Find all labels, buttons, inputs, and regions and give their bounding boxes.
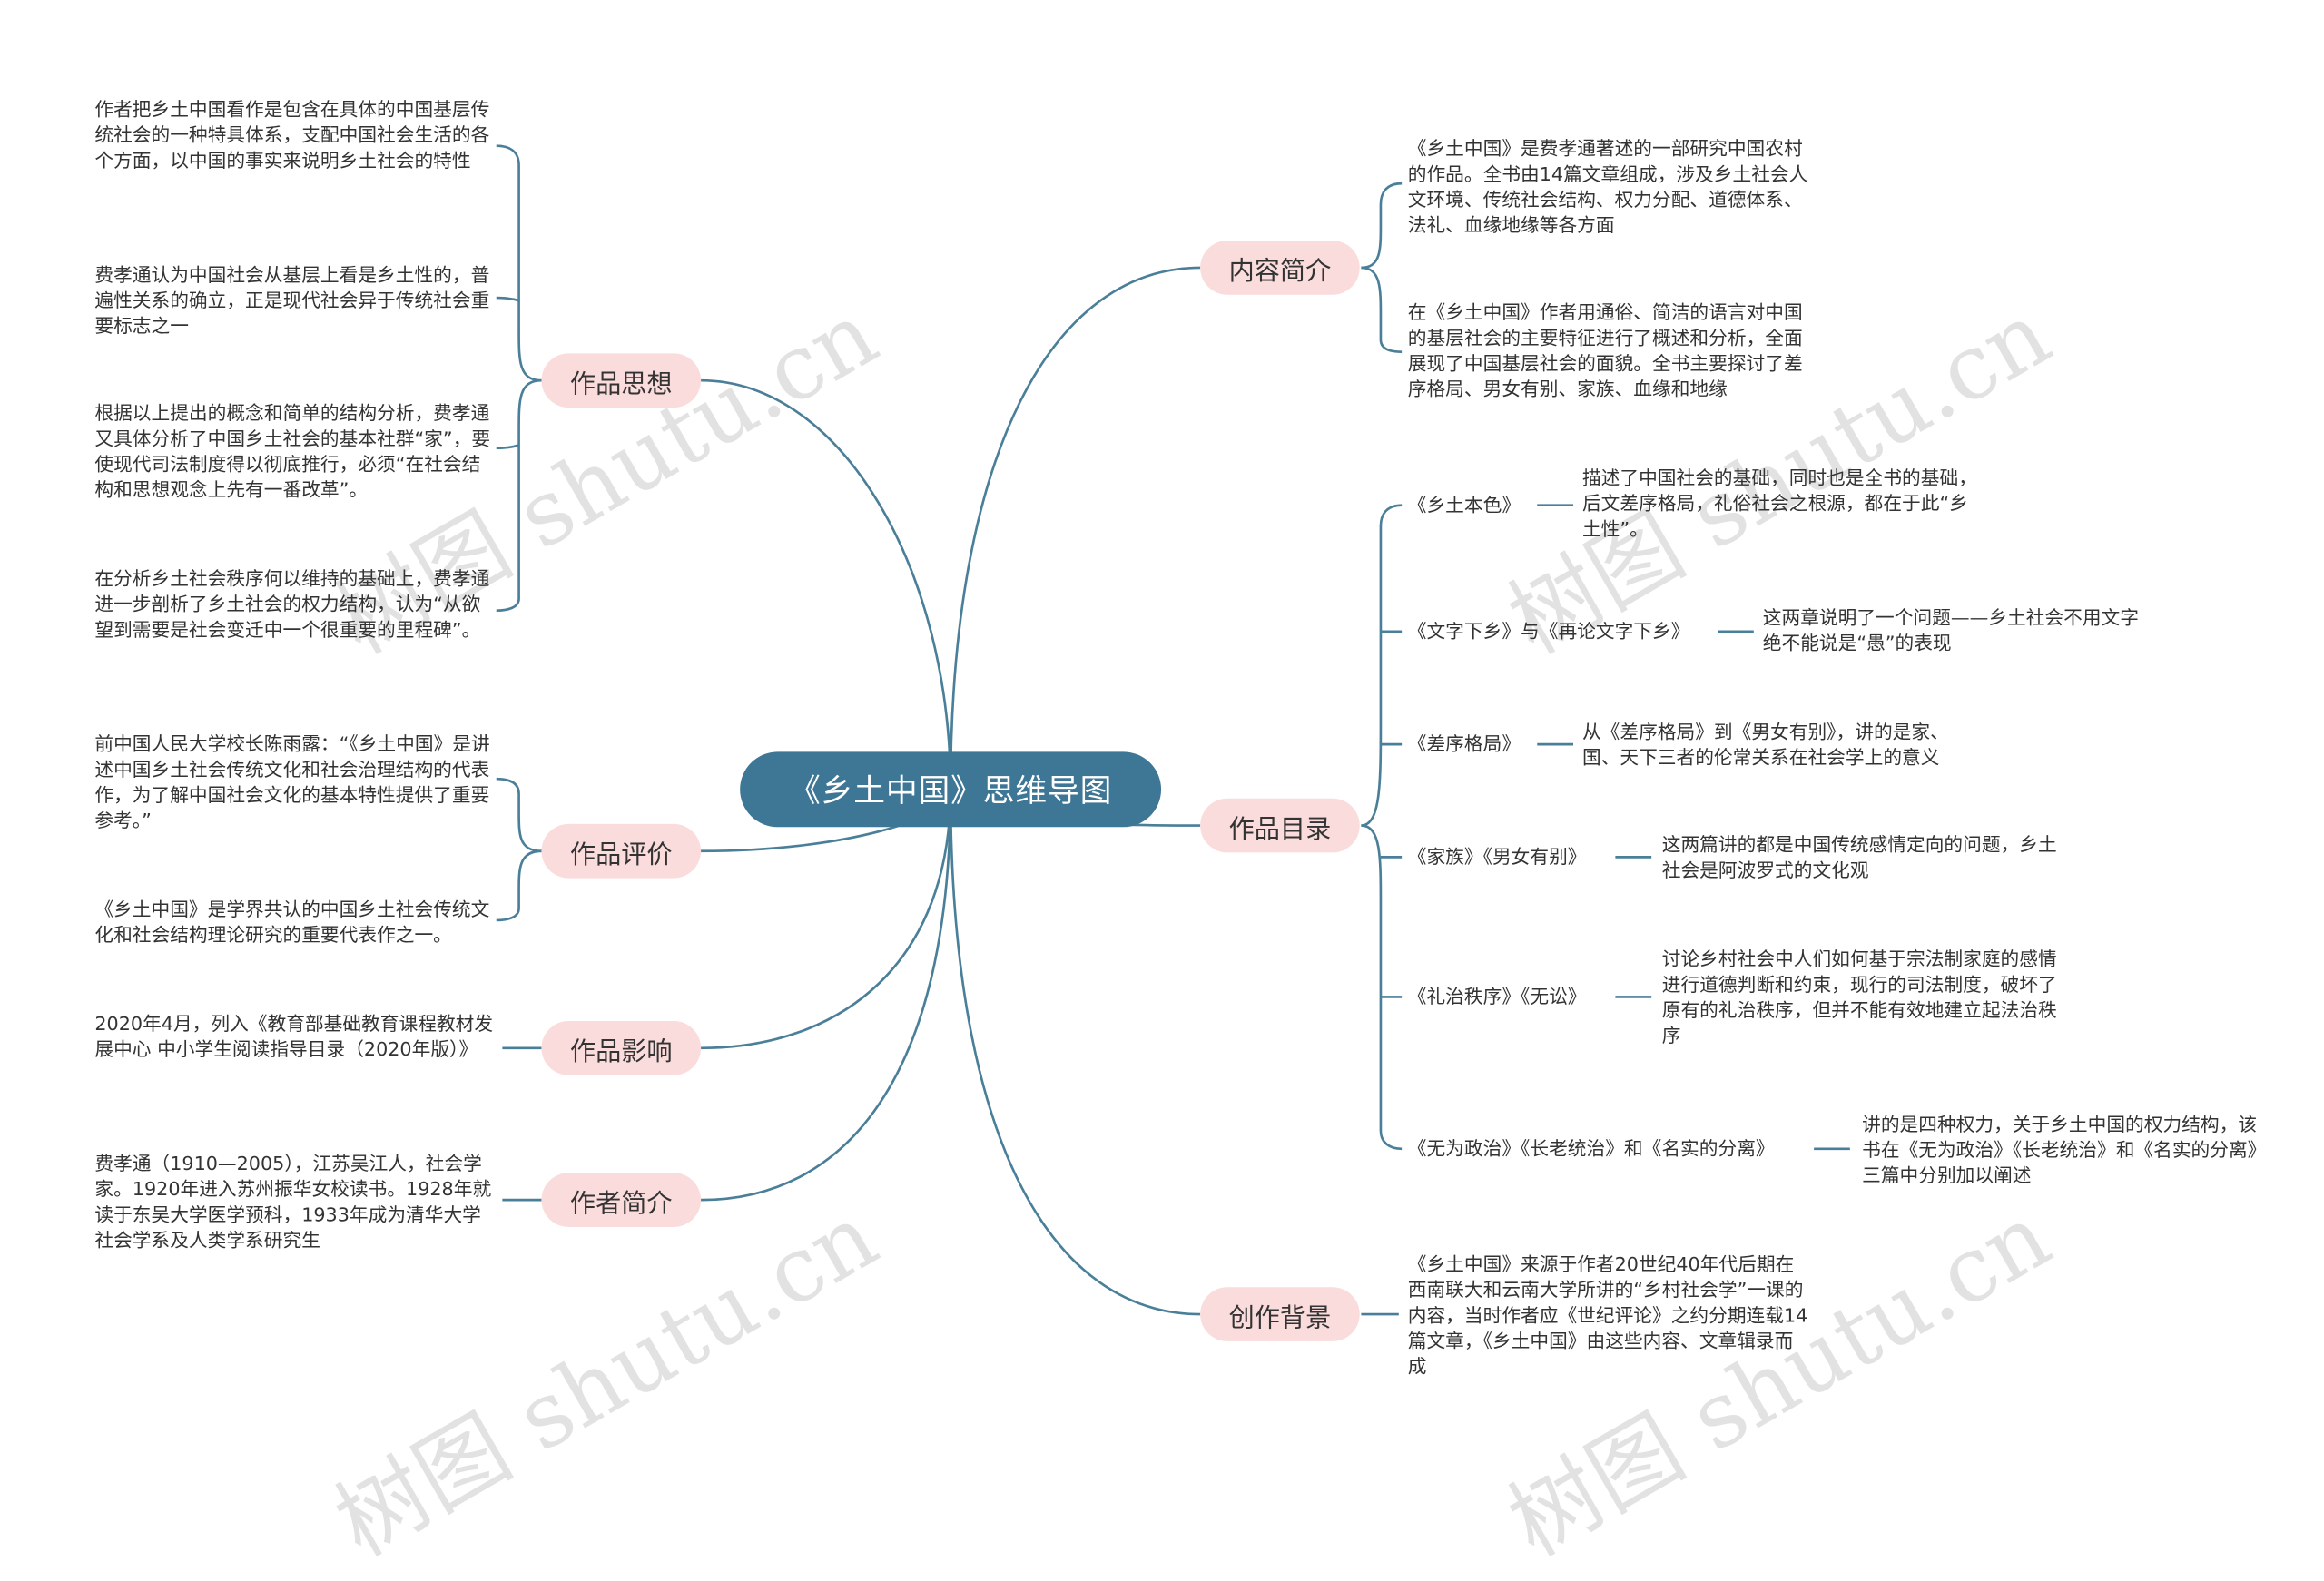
- influence-leaf: 2020年4月，列入《教育部基础教育课程教材发展中心 中小学生阅读指导目录（20…: [94, 1012, 494, 1061]
- chapter-title: 《礼治秩序》《无讼》: [1407, 985, 1587, 1008]
- root-node[interactable]: 《乡土中国》思维导图: [740, 751, 1162, 828]
- author-leaf: 费孝通（1910—2005），江苏吴江人，社会学家。1920年进入苏州振华女校读…: [94, 1152, 492, 1252]
- intro-leaf: 在《乡土中国》作者用通俗、简洁的语言对中国的基层社会的主要特征进行了概述和分析，…: [1407, 300, 1803, 400]
- thought-leaf: 作者把乡土中国看作是包含在具体的中国基层传统社会的一种特具体系，支配中国社会生活…: [94, 97, 490, 172]
- branch-thought[interactable]: 作品思想: [541, 353, 702, 408]
- branch-intro[interactable]: 内容简介: [1200, 241, 1360, 295]
- thought-leaf: 费孝通认为中国社会从基层上看是乡土性的，普遍性关系的确立，正是现代社会异于传统社…: [94, 262, 490, 338]
- chapter-title: 《差序格局》: [1407, 732, 1521, 755]
- branch-review[interactable]: 作品评价: [541, 823, 702, 879]
- branch-author[interactable]: 作者简介: [541, 1173, 702, 1227]
- thought-leaf: 根据以上提出的概念和简单的结构分析，费孝通又具体分析了中国乡土社会的基本社群“家…: [94, 401, 491, 501]
- chapter-desc: 这两篇讲的都是中国传统感情定向的问题，乡土社会是阿波罗式的文化观: [1661, 832, 2057, 881]
- mind-map-canvas: 树图 shutu.cn 树图 shutu.cn 树图 shutu.cn 树图 s…: [94, 97, 2267, 1577]
- background-leaf: 《乡土中国》来源于作者20世纪40年代后期在西南联大和云南大学所讲的“乡村社会学…: [1407, 1252, 1808, 1378]
- review-leaf: 前中国人民大学校长陈雨露：“《乡土中国》是讲述中国乡土社会传统文化和社会治理结构…: [94, 732, 490, 832]
- branch-background[interactable]: 创作背景: [1200, 1287, 1360, 1341]
- branch-catalog[interactable]: 作品目录: [1200, 798, 1360, 853]
- chapter-desc: 这两章说明了一个问题——乡土社会不用文字绝不能说是“愚”的表现: [1762, 605, 2139, 654]
- chapter-desc: 描述了中国社会的基础，同时也是全书的基础，后文差序格局，礼俗社会之根源，都在于此…: [1581, 466, 1977, 540]
- chapter-title: 《无为政治》《长老统治》和《名实的分离》: [1407, 1136, 1775, 1160]
- review-leaf: 《乡土中国》是学界共认的中国乡土社会传统文化和社会结构理论研究的重要代表作之一。: [94, 898, 490, 947]
- chapter-title: 《乡土本色》: [1407, 493, 1521, 516]
- intro-leaf: 《乡土中国》是费孝通著述的一部研究中国农村的作品。全书由14篇文章组成，涉及乡土…: [1407, 136, 1808, 237]
- chapter-desc: 讲的是四种权力，关于乡土中国的权力结构，该书在《无为政治》《长老统治》和《名实的…: [1862, 1113, 2267, 1187]
- chapter-desc: 讨论乡村社会中人们如何基于宗法制家庭的感情进行道德判断和约束，现行的司法制度，破…: [1661, 947, 2057, 1047]
- chapter-title: 《文字下乡》与《再论文字下乡》: [1407, 619, 1690, 643]
- chapter-desc: 从《差序格局》到《男女有别》，讲的是家、国、天下三者的伦常关系在社会学上的意义: [1581, 720, 1949, 769]
- thought-leaf: 在分析乡土社会秩序何以维持的基础上，费孝通进一步剖析了乡土社会的权力结构，认为“…: [94, 566, 490, 641]
- branch-influence[interactable]: 作品影响: [541, 1020, 702, 1075]
- chapter-title: 《家族》《男女有别》: [1407, 845, 1587, 868]
